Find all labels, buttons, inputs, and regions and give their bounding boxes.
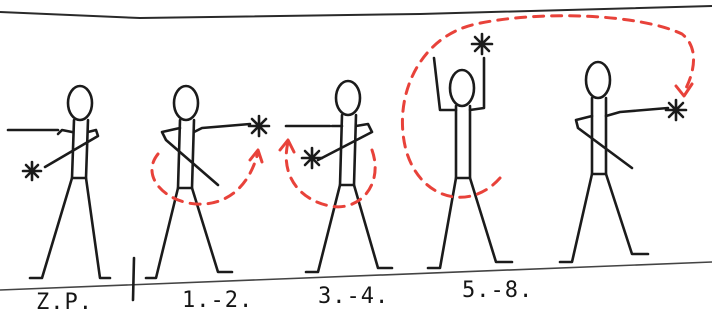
hand-marker-icon (23, 162, 41, 180)
figure-body (592, 98, 606, 174)
hand-marker-icon (666, 100, 686, 120)
hand-marker-icon (249, 116, 269, 136)
figure-arm (318, 124, 372, 160)
figure-legs (560, 174, 648, 262)
figure-head (68, 86, 92, 120)
figure-legs (30, 178, 110, 278)
figure-arm (162, 128, 218, 185)
figure-body (456, 106, 470, 178)
hand-marker-icon (472, 34, 492, 54)
movement-arrow-icon (152, 152, 258, 204)
step-label-starting-position: Z.P. (36, 290, 93, 315)
figure-head (450, 70, 474, 106)
figure-arm (58, 130, 72, 134)
figure-arm (576, 116, 632, 168)
movement-arrow-icon (286, 142, 375, 207)
figure-step-5-8-arm-forward (560, 62, 686, 262)
figure-head (336, 81, 360, 115)
figure-arm (434, 58, 456, 110)
figure-head (174, 86, 198, 120)
figure-step-5-8-arms-up (402, 16, 693, 268)
figure-starting-position (8, 86, 110, 278)
step-label-1-2: 1.-2. (182, 288, 253, 313)
figure-step-3-4 (280, 81, 392, 272)
movement-arrow-head (676, 84, 692, 96)
step-label-3-4: 3.-4. (318, 284, 389, 309)
figure-head (586, 62, 610, 98)
separator-line (133, 258, 134, 300)
figure-step-1-2 (146, 86, 269, 278)
hand-marker-icon (302, 148, 322, 168)
step-label-5-8: 5.-8. (462, 278, 533, 303)
figure-arm (470, 58, 484, 110)
figure-arm (194, 124, 250, 132)
movement-arrow-icon (402, 16, 693, 198)
figure-legs (306, 185, 392, 272)
figure-arm (606, 108, 668, 116)
figure-legs (428, 178, 512, 268)
